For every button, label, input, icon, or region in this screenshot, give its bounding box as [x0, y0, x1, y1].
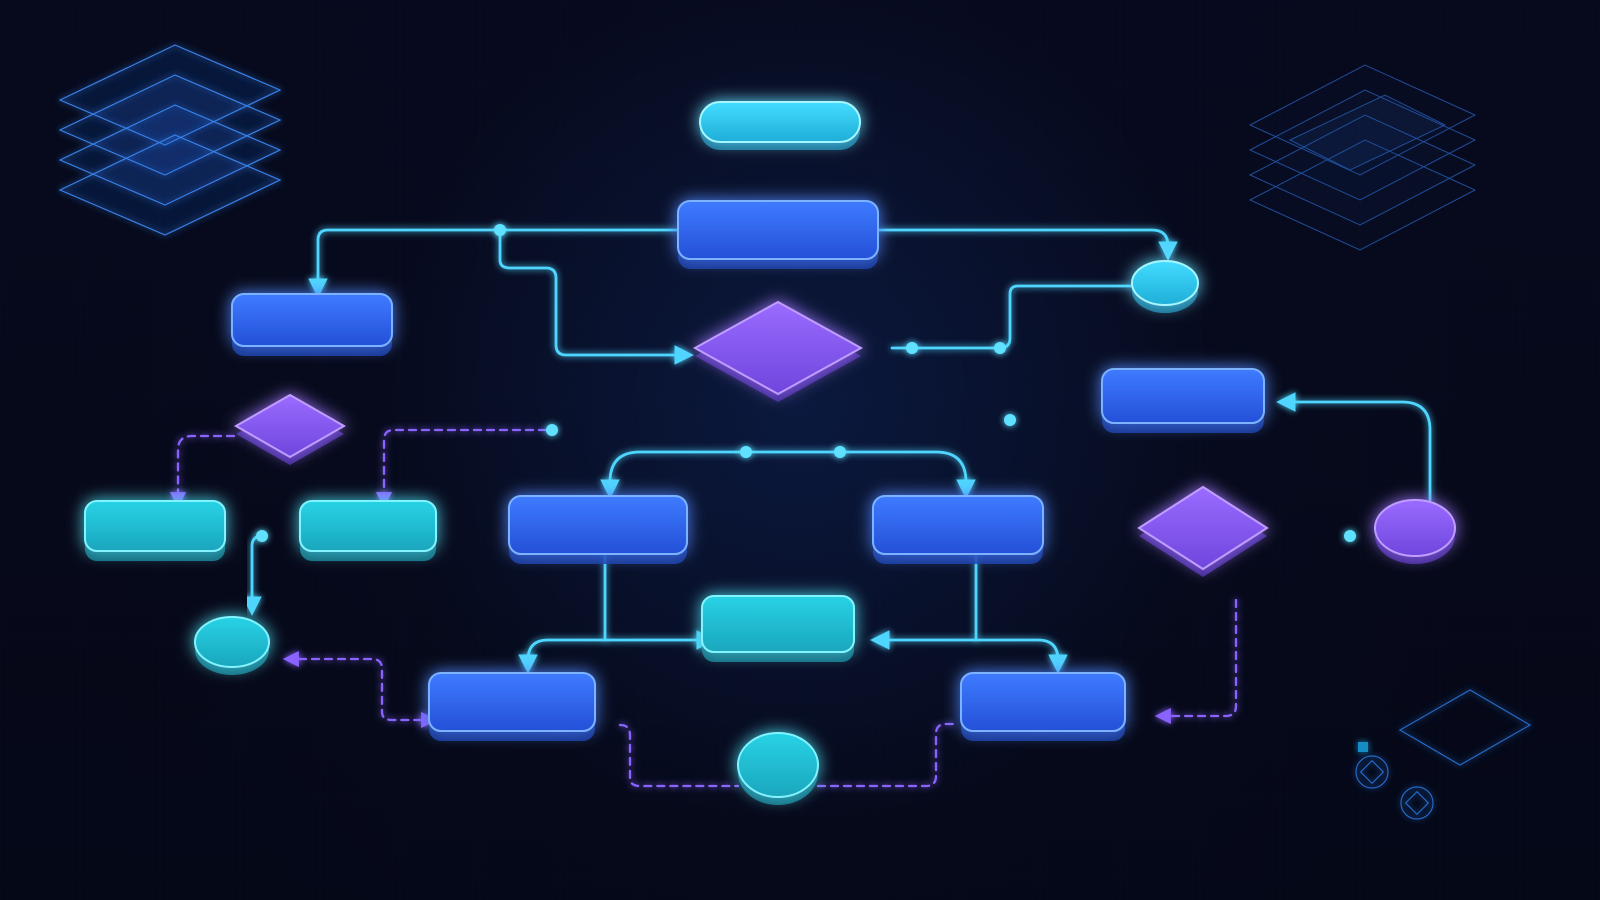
node-left-branch-a[interactable]: [84, 500, 226, 561]
junction-dot: [994, 342, 1006, 354]
terminal-node[interactable]: [1374, 499, 1456, 557]
node-start[interactable]: [699, 101, 861, 150]
node-center-right-process[interactable]: [872, 495, 1044, 564]
process-box[interactable]: [84, 500, 226, 552]
decision-diamond[interactable]: [233, 393, 347, 459]
junction-dot: [494, 224, 506, 236]
junction-dots: [256, 224, 1356, 542]
process-box[interactable]: [1101, 368, 1265, 424]
dashed-connector: [375, 428, 548, 509]
node-bottom-left-process[interactable]: [428, 672, 596, 741]
dashed-connector: [618, 723, 740, 788]
node-merge-process[interactable]: [701, 595, 855, 662]
process-box[interactable]: [428, 672, 596, 732]
junction-dot: [834, 446, 846, 458]
node-right-terminal-top[interactable]: [1131, 260, 1199, 313]
node-bottom-terminal[interactable]: [737, 732, 819, 805]
connector: [498, 228, 694, 365]
connector: [870, 550, 978, 650]
process-box[interactable]: [299, 500, 437, 552]
node-left-decision[interactable]: [233, 393, 347, 465]
terminal-pill[interactable]: [699, 101, 861, 143]
node-right-terminal[interactable]: [1374, 499, 1456, 564]
connector: [603, 550, 716, 650]
junction-dot: [546, 424, 558, 436]
dashed-connector: [169, 434, 236, 509]
junction-dot: [256, 530, 268, 542]
dashed-connector: [1154, 598, 1238, 725]
node-bottom-right-process[interactable]: [960, 672, 1126, 741]
process-box[interactable]: [677, 200, 879, 260]
node-left-terminal[interactable]: [194, 616, 270, 675]
node-right-process[interactable]: [1101, 368, 1265, 433]
junction-dot: [740, 446, 752, 458]
decision-diamond[interactable]: [1137, 485, 1269, 571]
connector: [974, 638, 1068, 674]
flowchart-nodes: [84, 101, 1456, 805]
connector: [890, 284, 1148, 350]
node-main-process[interactable]: [677, 200, 879, 269]
junction-dot: [906, 342, 918, 354]
connector: [1276, 392, 1432, 507]
layer-stack-icon: [58, 44, 282, 236]
connector: [876, 228, 1178, 261]
decision-diamond[interactable]: [692, 300, 864, 396]
process-box[interactable]: [872, 495, 1044, 555]
junction-dot: [1344, 530, 1356, 542]
node-main-decision[interactable]: [692, 300, 864, 402]
dashed-connector: [816, 722, 960, 788]
node-right-decision[interactable]: [1137, 485, 1269, 577]
terminal-node[interactable]: [194, 616, 270, 668]
connector: [734, 450, 976, 499]
node-left-branch-b[interactable]: [299, 500, 437, 561]
process-box[interactable]: [508, 495, 688, 555]
terminal-node[interactable]: [737, 732, 819, 798]
junction-dot: [1004, 414, 1016, 426]
node-left-process[interactable]: [231, 293, 393, 356]
process-box[interactable]: [231, 293, 393, 347]
dashed-connector: [282, 650, 438, 729]
node-center-left-process[interactable]: [508, 495, 688, 564]
connector: [600, 450, 738, 499]
terminal-node[interactable]: [1131, 260, 1199, 306]
cube-node-icon: [1355, 689, 1532, 820]
tilted-panel-icon: [1248, 64, 1477, 251]
connector-lines: [169, 143, 1432, 788]
connector: [308, 228, 680, 298]
process-box[interactable]: [960, 672, 1126, 732]
connector: [518, 638, 607, 674]
connector: [242, 534, 264, 616]
process-box[interactable]: [701, 595, 855, 653]
